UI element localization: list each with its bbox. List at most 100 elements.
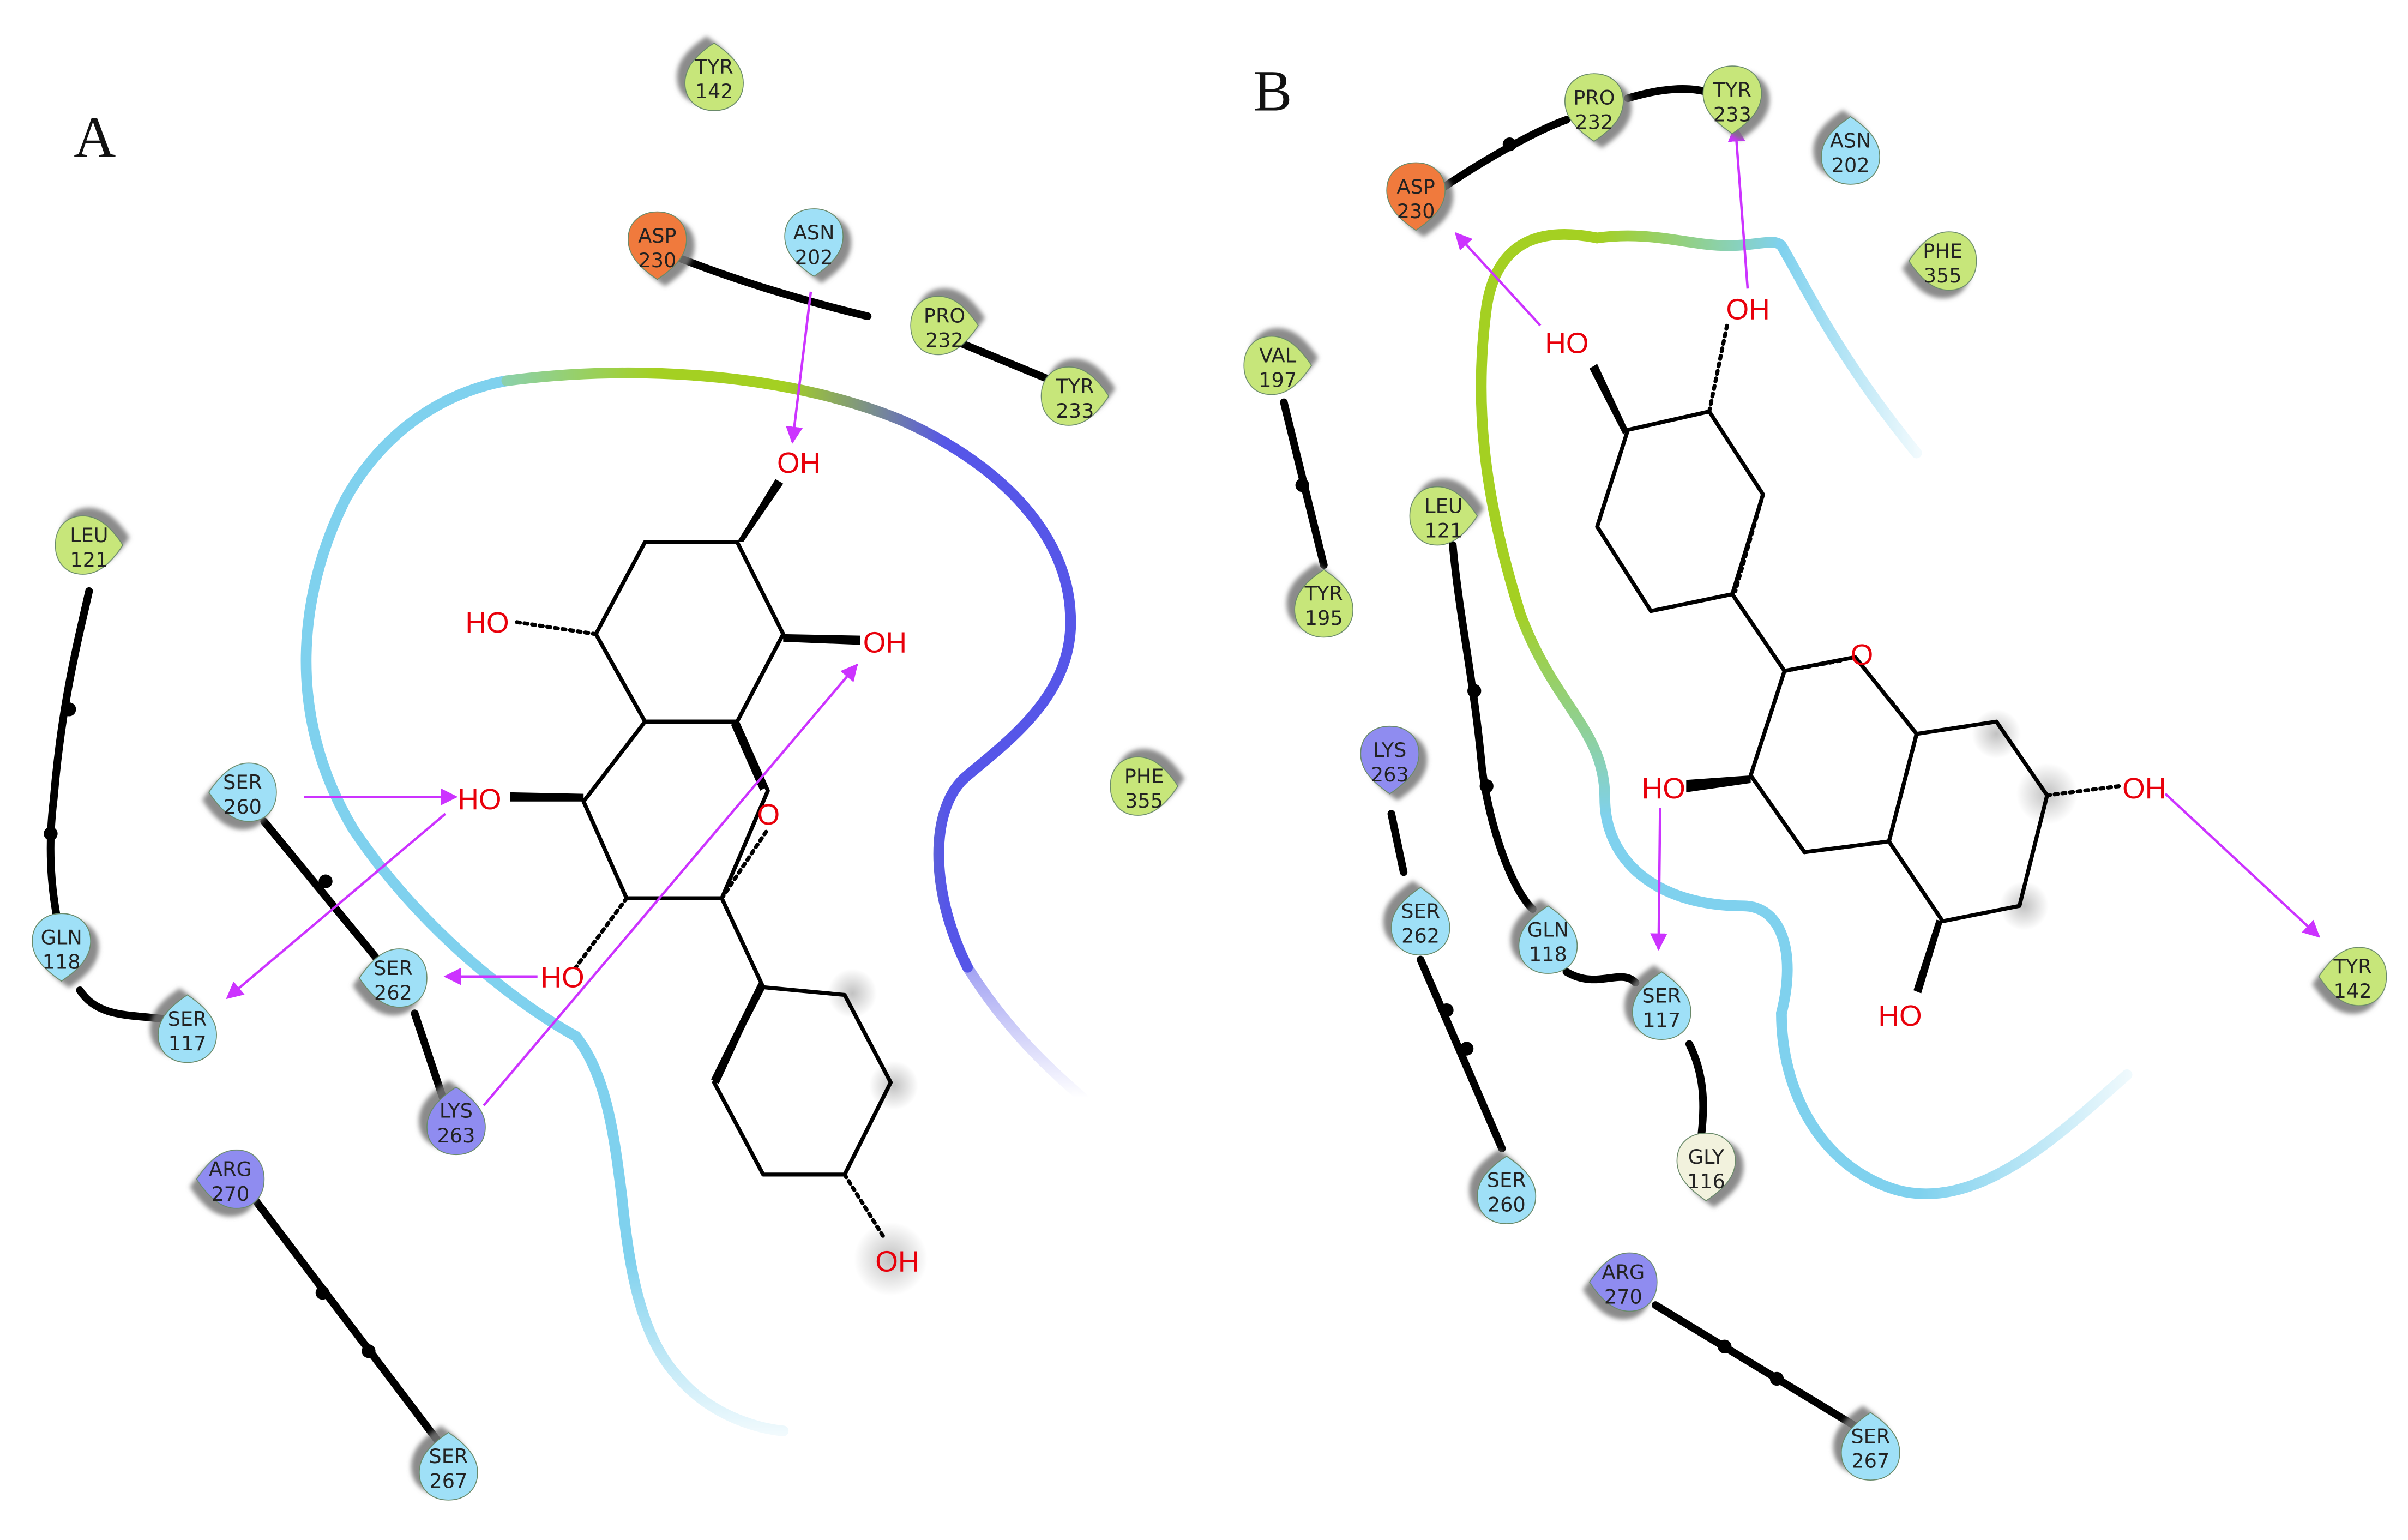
residue-name: ASN	[793, 221, 835, 244]
residue-marker	[1477, 1156, 1537, 1224]
residue-marker	[55, 515, 124, 575]
residue-marker	[1360, 725, 1420, 795]
residue-number: 263	[437, 1124, 475, 1147]
atom-ho-3: HO	[1878, 1000, 1922, 1032]
residue-name: SER	[223, 771, 262, 794]
panel-b-label: B	[1253, 59, 1292, 124]
residue-number: 270	[212, 1182, 250, 1206]
panel-b: B	[1243, 59, 2387, 1481]
panel-a-label: A	[74, 105, 116, 170]
pocket-outline-a	[300, 367, 1088, 1436]
residue-name: ASP	[1396, 175, 1435, 198]
residue-number: 202	[795, 245, 833, 269]
residue-name: SER	[1487, 1168, 1526, 1192]
residue-number: 263	[1371, 763, 1409, 786]
residue-marker	[1564, 73, 1624, 142]
residue-number: 262	[374, 981, 412, 1004]
residue-name: TYR	[1713, 78, 1751, 101]
residue-name: SER	[1401, 900, 1440, 923]
residue-marker	[359, 948, 428, 1008]
residue-marker	[1702, 65, 1762, 134]
residue-marker	[158, 994, 217, 1063]
residue-number: 267	[429, 1469, 467, 1493]
residue-number: 260	[1488, 1193, 1526, 1216]
solvent-halos-b	[1972, 709, 2078, 931]
residue-name: SER	[1642, 984, 1681, 1008]
atom-oh-2: OH	[2122, 773, 2166, 805]
residue-marker	[426, 1086, 486, 1156]
residues-a: TYR142ASP230ASN202PRO232TYR233LEU121SER2…	[32, 42, 1179, 1501]
residues-b: PRO232TYR233ASN202ASP230PHE355VAL197LEU1…	[1243, 65, 2387, 1481]
residue-name: SER	[1851, 1425, 1890, 1448]
atom-oh-2: OH	[863, 627, 907, 659]
pocket-outline-b	[1476, 229, 2133, 1199]
residue-name: PHE	[1923, 239, 1962, 263]
atom-ring-oxygen: O	[1851, 639, 1874, 671]
residue-name: ASP	[638, 224, 676, 248]
residue-number: 233	[1056, 399, 1094, 423]
residue-marker	[196, 1150, 265, 1209]
residue-name: PRO	[1573, 86, 1615, 109]
residue-name: SER	[374, 957, 413, 980]
atom-oh-3: OH	[875, 1246, 919, 1278]
residue-number: 233	[1713, 103, 1751, 126]
residue-marker	[1908, 231, 1977, 291]
residue-number: 260	[224, 795, 262, 819]
panel-a: A	[32, 42, 1179, 1501]
residue-number: 230	[1397, 200, 1435, 223]
residue-marker	[208, 762, 277, 822]
ligand-b: HO OH O HO OH HO	[1545, 294, 2166, 1032]
residue-marker	[684, 42, 744, 111]
ligand-a: OH HO OH HO O HO OH	[457, 447, 919, 1278]
atom-ho-2: HO	[457, 784, 501, 816]
residue-name: GLY	[1688, 1145, 1725, 1169]
residue-number: 267	[1851, 1449, 1889, 1473]
residue-marker	[1588, 1252, 1658, 1312]
residue-number: 116	[1687, 1170, 1725, 1193]
residue-name: ARG	[1602, 1260, 1645, 1284]
residue-name: TYR	[1304, 582, 1343, 605]
residue-name: TYR	[1055, 375, 1094, 398]
residue-name: GLN	[41, 926, 82, 949]
residue-marker	[1632, 971, 1691, 1040]
residue-number: 355	[1924, 264, 1962, 287]
residue-number: 232	[925, 328, 964, 352]
residue-number: 121	[1424, 519, 1462, 542]
residue-marker	[1243, 335, 1313, 395]
residue-name: SER	[429, 1445, 468, 1468]
residue-marker	[628, 211, 687, 280]
residue-marker	[1840, 1412, 1900, 1481]
residue-name: PHE	[1124, 765, 1164, 788]
residue-number: 195	[1305, 606, 1343, 630]
residue-number: 117	[1642, 1009, 1681, 1032]
atom-oh-1: OH	[777, 447, 821, 479]
residue-name: LYS	[440, 1099, 473, 1123]
residue-name: VAL	[1259, 344, 1297, 367]
